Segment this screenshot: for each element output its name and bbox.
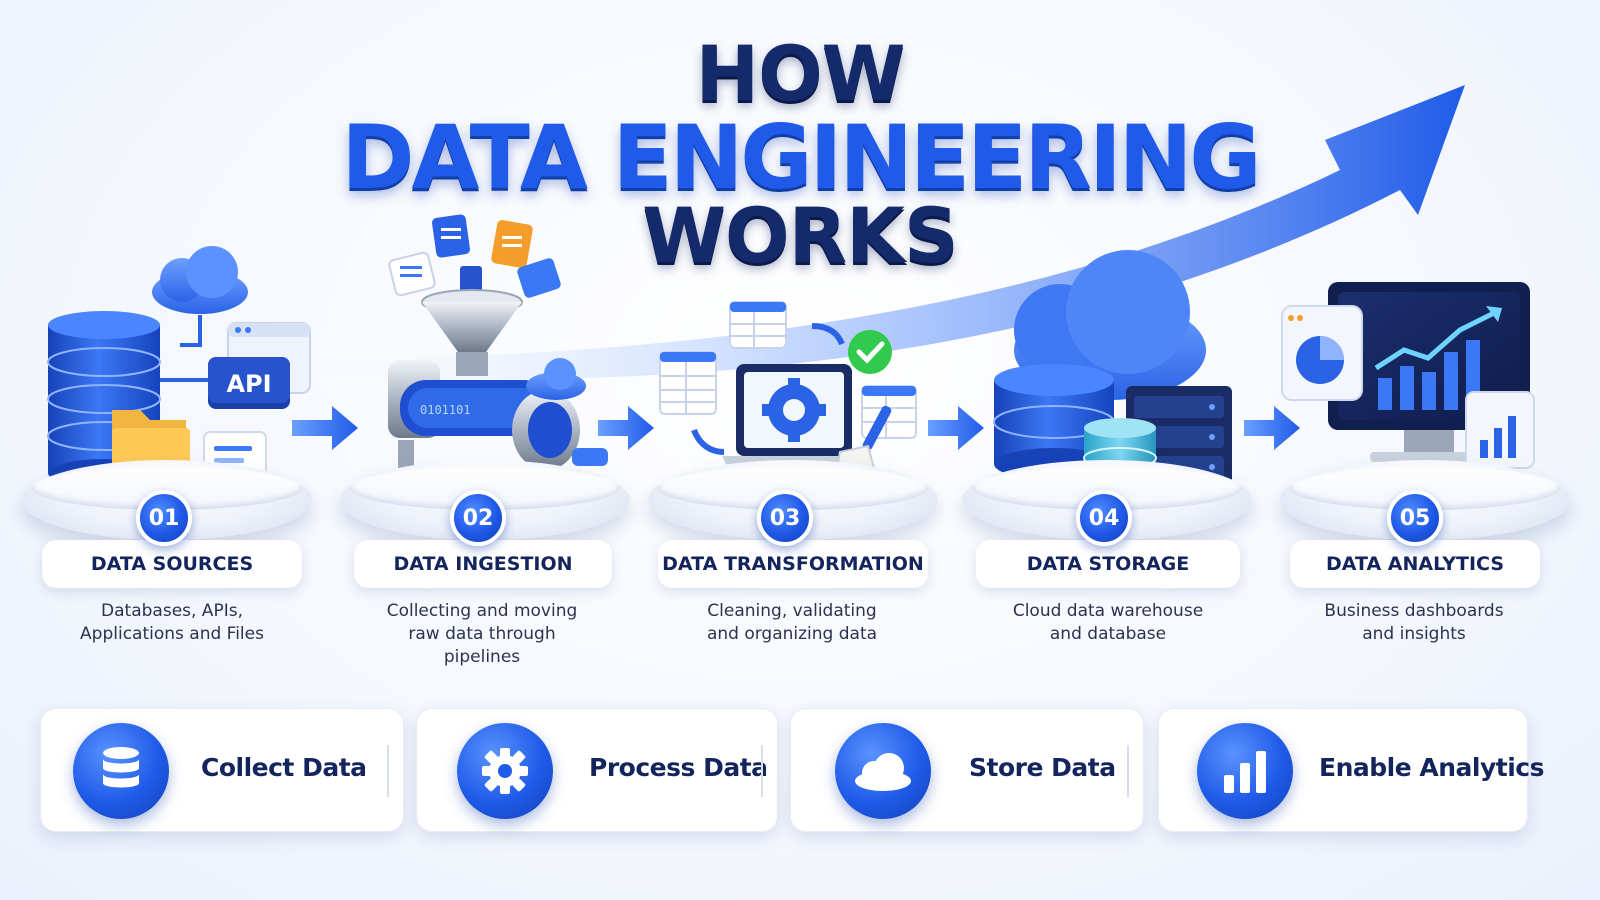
pipe-icon: 0101101 (388, 360, 580, 470)
flow-arrow-icon (292, 406, 1300, 450)
summary-card-collect: Collect Data (40, 708, 404, 832)
step-title: DATA TRANSFORMATION (658, 540, 928, 588)
pedestal (340, 460, 630, 540)
cloud-icon (526, 358, 586, 400)
summary-label: Collect Data (201, 753, 367, 782)
gear-icon (457, 723, 553, 819)
step-title: DATA ANALYTICS (1290, 540, 1540, 588)
title-line-1: HOW (695, 29, 905, 118)
pie-chart-icon (1281, 305, 1363, 401)
document-icon (388, 251, 436, 297)
step-title: DATA SOURCES (42, 540, 302, 588)
summary-card-process: Process Data (416, 708, 778, 832)
data-transformation-illustration (659, 301, 917, 496)
checkmark-icon (848, 330, 892, 374)
divider (387, 745, 389, 797)
document-icon (517, 258, 561, 298)
step-number-badge: 05 (1387, 490, 1443, 546)
data-analytics-illustration (1281, 282, 1535, 469)
divider (761, 745, 763, 797)
summary-label: Enable Analytics (1319, 753, 1544, 782)
table-icon (729, 301, 787, 349)
rising-arrow-icon (260, 85, 1465, 380)
title-line-2: DATA ENGINEERING (341, 106, 1261, 209)
summary-card-analytics: Enable Analytics (1158, 708, 1544, 832)
table-icon (659, 351, 717, 415)
step-title: DATA STORAGE (976, 540, 1240, 588)
title-line-3: WORKS (642, 191, 959, 280)
step-number-badge: 02 (450, 490, 506, 546)
cloud-icon (835, 723, 931, 819)
document-icon (491, 220, 533, 268)
step-title: DATA INGESTION (354, 540, 612, 588)
summary-label: Process Data (589, 753, 768, 782)
cloud-icon (152, 246, 248, 314)
bar-chart-icon (1197, 723, 1293, 819)
summary-label: Store Data (969, 753, 1116, 782)
step-number-badge: 01 (136, 490, 192, 546)
data-sources-illustration: API (47, 246, 311, 489)
funnel-icon (421, 289, 523, 376)
step-number-badge: 04 (1076, 490, 1132, 546)
bar-chart-icon (1465, 391, 1535, 469)
step-number-badge: 03 (757, 490, 813, 546)
gear-icon (762, 378, 826, 442)
data-storage-illustration (993, 250, 1232, 498)
summary-card-store: Store Data (790, 708, 1144, 832)
api-icon: API (208, 357, 290, 409)
divider (1127, 745, 1129, 797)
api-label: API (226, 370, 271, 398)
step-description: Databases, APIs,Applications and Files (80, 601, 264, 644)
document-icon (432, 214, 470, 258)
data-ingestion-illustration: 0101101 (388, 214, 608, 470)
database-icon (73, 723, 169, 819)
svg-text:0101101: 0101101 (420, 403, 471, 417)
